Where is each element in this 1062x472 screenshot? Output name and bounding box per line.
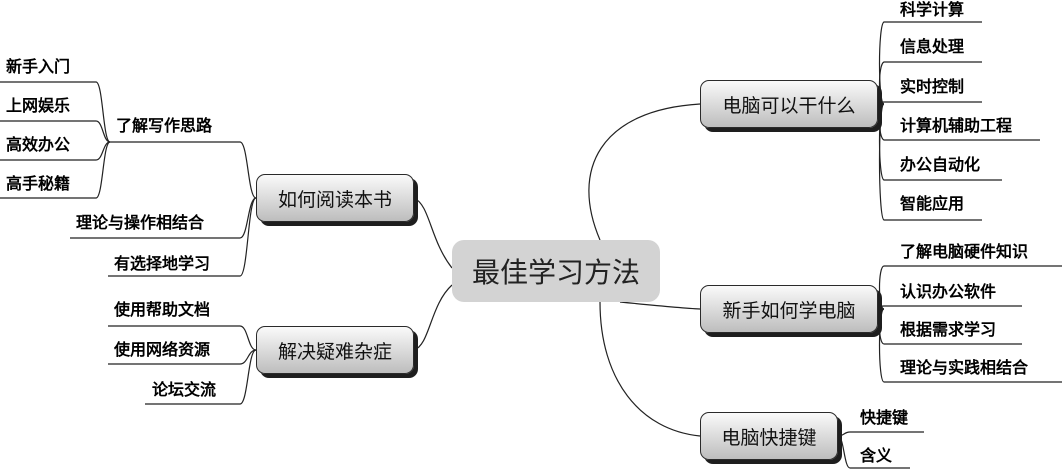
center-topic[interactable]: 最佳学习方法 <box>452 240 660 302</box>
leaf-selective-learning[interactable]: 有选择地学习 <box>114 254 211 273</box>
leaf-efficient-office[interactable]: 高效办公 <box>6 135 71 154</box>
leaf-office-software[interactable]: 认识办公软件 <box>900 282 997 301</box>
leaf-cae[interactable]: 计算机辅助工程 <box>900 116 1013 135</box>
leaf-theory-and-practice[interactable]: 理论与实践相结合 <box>900 358 1029 377</box>
leaf-office-automation[interactable]: 办公自动化 <box>900 155 981 174</box>
leaf-hardware-knowledge[interactable]: 了解电脑硬件知识 <box>900 242 1029 261</box>
leaf-forum[interactable]: 论坛交流 <box>152 380 217 399</box>
leaf-realtime-control[interactable]: 实时控制 <box>900 77 965 96</box>
leaf-intelligent-applications[interactable]: 智能应用 <box>900 194 965 213</box>
leaf-online-entertainment[interactable]: 上网娱乐 <box>6 96 71 115</box>
leaf-information-processing[interactable]: 信息处理 <box>900 37 965 56</box>
topic-solve-problems[interactable]: 解决疑难杂症 <box>256 326 414 374</box>
leaf-network-resources[interactable]: 使用网络资源 <box>114 340 211 359</box>
leaf-beginner[interactable]: 新手入门 <box>6 57 71 76</box>
leaf-meaning[interactable]: 含义 <box>860 446 893 465</box>
leaf-expert-tips[interactable]: 高手秘籍 <box>6 174 71 193</box>
topic-shortcuts[interactable]: 电脑快捷键 <box>700 412 838 460</box>
topic-computer-uses[interactable]: 电脑可以干什么 <box>700 80 878 128</box>
topic-read-book[interactable]: 如何阅读本书 <box>256 174 414 222</box>
leaf-help-docs[interactable]: 使用帮助文档 <box>114 300 211 319</box>
leaf-theory-practice[interactable]: 理论与操作相结合 <box>76 213 205 232</box>
leaf-shortcut-key[interactable]: 快捷键 <box>860 408 909 427</box>
leaf-writing-idea[interactable]: 了解写作思路 <box>116 116 213 135</box>
leaf-learn-by-need[interactable]: 根据需求学习 <box>900 320 997 339</box>
leaf-scientific-computing[interactable]: 科学计算 <box>900 0 965 19</box>
topic-newbie-learning[interactable]: 新手如何学电脑 <box>700 285 878 333</box>
